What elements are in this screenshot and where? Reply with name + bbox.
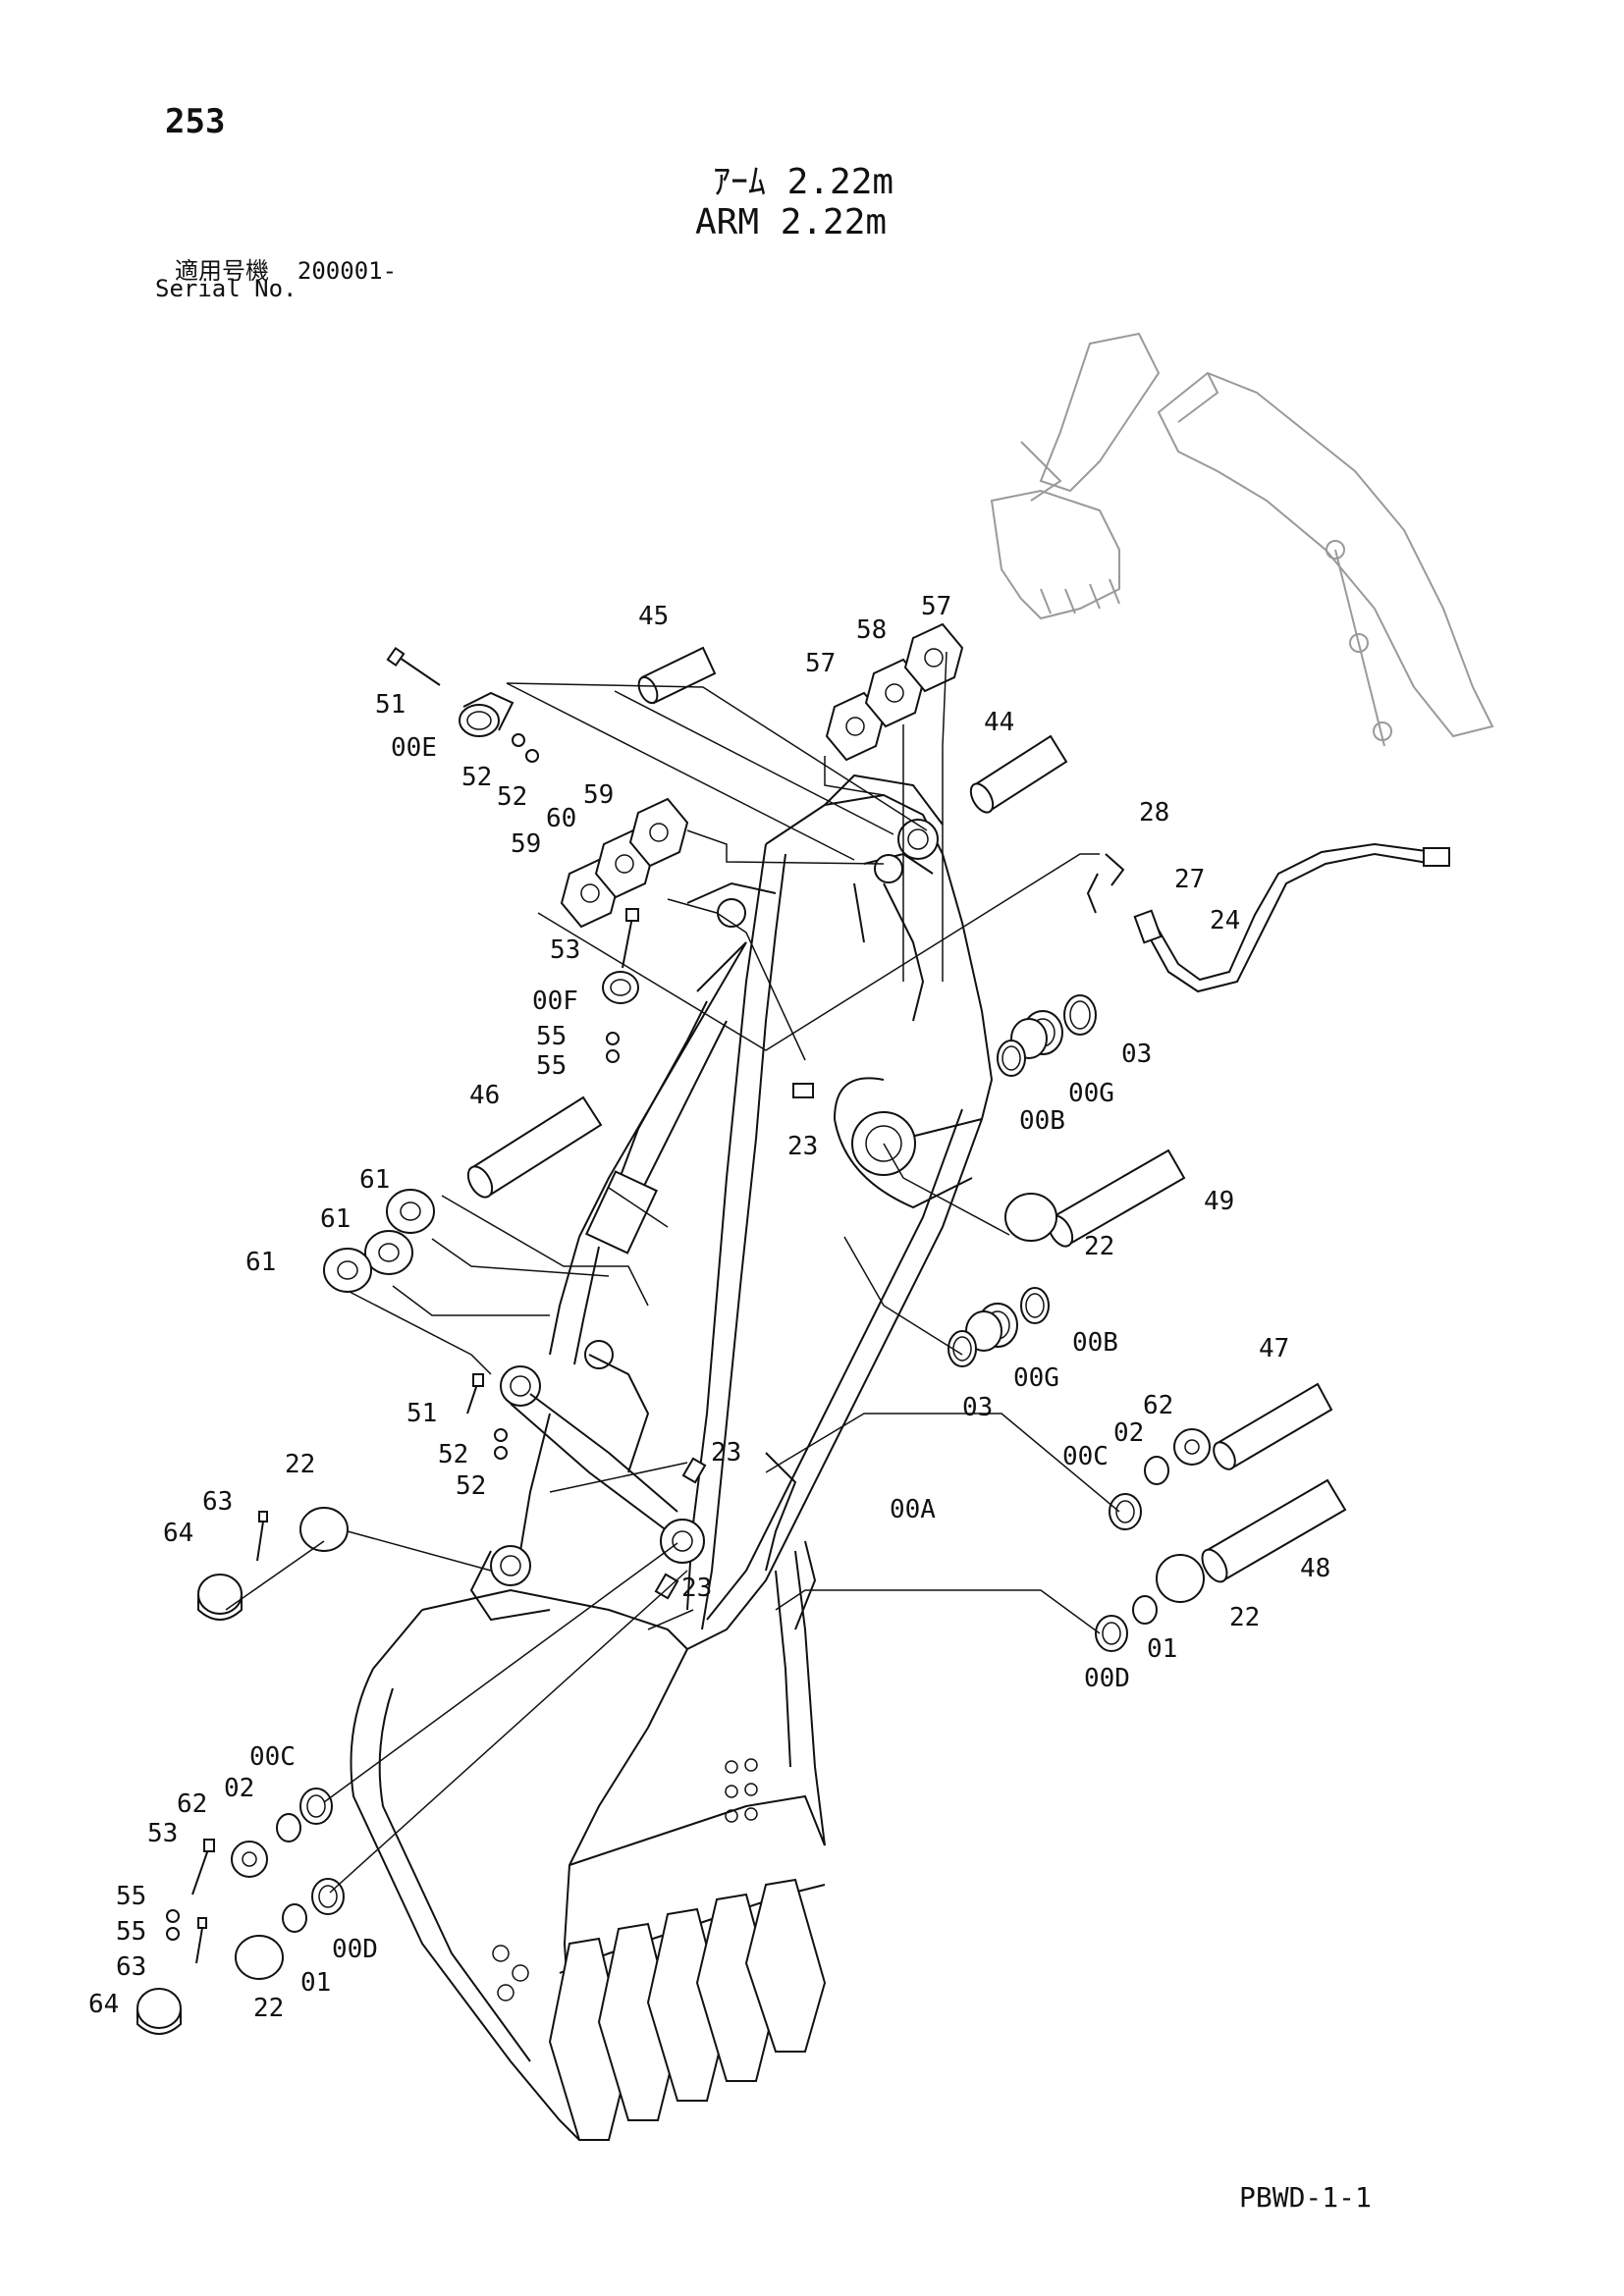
callout-55: 55: [116, 1917, 146, 1947]
callout-00E: 00E: [391, 733, 437, 763]
callout-00A: 00A: [890, 1495, 936, 1524]
leader-lines: [225, 651, 1120, 1894]
callout-51: 51: [406, 1399, 437, 1428]
callout-23: 23: [681, 1574, 712, 1603]
callout-60: 60: [546, 804, 576, 833]
callout-00G: 00G: [1068, 1079, 1114, 1108]
serial-label-jp: 適用号機: [175, 257, 269, 285]
callout-00C: 00C: [1062, 1442, 1109, 1471]
arm-structure: [686, 774, 994, 1650]
callout-44: 44: [984, 708, 1014, 737]
callout-45: 45: [638, 602, 669, 631]
callout-47: 47: [1259, 1334, 1289, 1363]
callout-63: 63: [116, 1952, 146, 1982]
title-english: ARM 2.22m: [695, 202, 888, 242]
callout-28: 28: [1139, 798, 1169, 828]
callout-00C: 00C: [249, 1742, 296, 1772]
serial-value: 200001-: [297, 257, 398, 285]
callout-59: 59: [511, 829, 541, 859]
callout-27: 27: [1174, 865, 1205, 894]
small-parts: [136, 622, 1450, 2035]
serial-label-english: Serial No.: [155, 275, 298, 302]
callout-03: 03: [962, 1393, 993, 1422]
callout-61: 61: [245, 1248, 276, 1277]
callout-22: 22: [1229, 1603, 1260, 1632]
page-code: PBWD-1-1: [1239, 2181, 1372, 2214]
title-japanese: ｱｰﾑ 2.22m: [713, 162, 894, 202]
callout-03: 03: [1121, 1040, 1152, 1069]
serial-label-japanese: 適用号機 200001-: [175, 251, 397, 286]
excavator-overview-illustration: [990, 332, 1494, 747]
callout-00F: 00F: [532, 987, 578, 1016]
callout-02: 02: [1113, 1418, 1144, 1448]
bucket: [350, 1550, 827, 2141]
callout-52: 52: [438, 1440, 468, 1469]
callout-52: 52: [497, 782, 527, 812]
callout-00D: 00D: [1084, 1664, 1130, 1693]
callout-55: 55: [536, 1051, 567, 1081]
callout-01: 01: [1147, 1634, 1177, 1664]
callout-00B: 00B: [1019, 1106, 1065, 1136]
callout-23: 23: [711, 1438, 741, 1468]
callout-46: 46: [469, 1081, 500, 1110]
callout-61: 61: [320, 1204, 351, 1234]
callout-53: 53: [147, 1819, 178, 1848]
pins: [466, 646, 1347, 1583]
callout-51: 51: [375, 690, 406, 720]
callout-57: 57: [805, 649, 836, 678]
callout-22: 22: [253, 1994, 284, 2023]
callout-22: 22: [285, 1450, 315, 1479]
callout-55: 55: [116, 1882, 146, 1911]
callout-52: 52: [461, 763, 492, 792]
callout-labels: 51 00E 52 52 45 57 58 57 44 59 60 59 28 …: [88, 592, 1330, 2023]
callout-64: 64: [88, 1990, 119, 2019]
callout-64: 64: [163, 1519, 193, 1548]
callout-58: 58: [856, 615, 887, 645]
callout-55: 55: [536, 1022, 567, 1051]
callout-23: 23: [787, 1132, 818, 1161]
callout-24: 24: [1210, 906, 1240, 935]
callout-62: 62: [177, 1789, 207, 1819]
callout-01: 01: [300, 1968, 331, 1998]
callout-61: 61: [359, 1165, 390, 1195]
callout-22: 22: [1084, 1232, 1114, 1261]
callout-00G: 00G: [1013, 1363, 1059, 1393]
bucket-cylinder-linkage: [469, 941, 747, 1622]
callout-00D: 00D: [332, 1935, 378, 1964]
callout-52: 52: [456, 1471, 486, 1501]
callout-49: 49: [1204, 1187, 1234, 1216]
callout-53: 53: [550, 935, 580, 965]
callout-59: 59: [583, 780, 614, 810]
page-number: 253: [165, 102, 226, 141]
callout-57: 57: [921, 592, 951, 621]
callout-00B: 00B: [1072, 1328, 1118, 1358]
callout-62: 62: [1143, 1391, 1173, 1420]
callout-48: 48: [1300, 1554, 1330, 1583]
callout-02: 02: [224, 1774, 254, 1803]
callout-63: 63: [202, 1487, 233, 1517]
